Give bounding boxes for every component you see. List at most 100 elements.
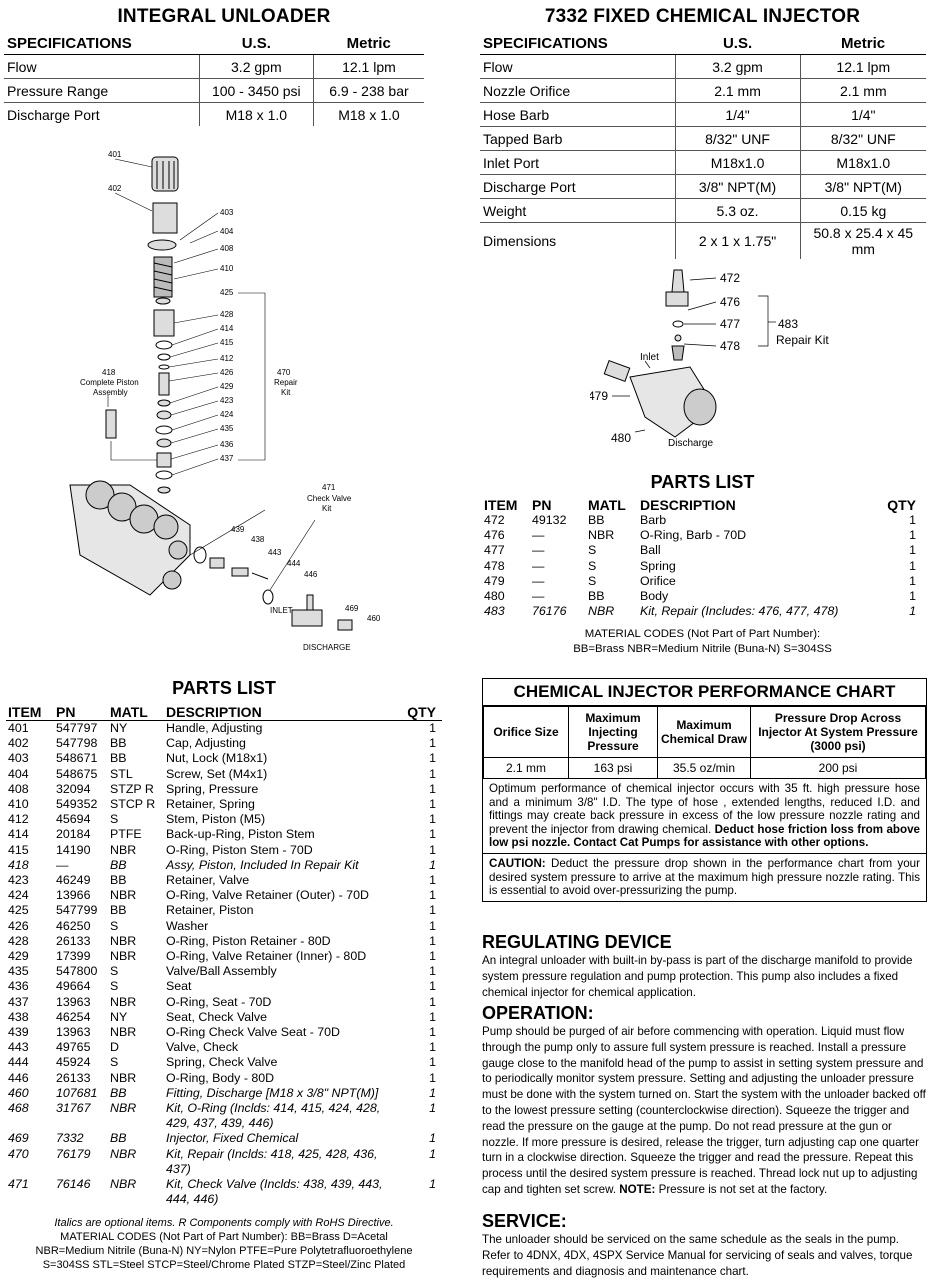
part-matl: BB <box>110 903 127 918</box>
part-item: 436 <box>8 979 29 994</box>
part-desc: Injector, Fixed Chemical <box>166 1131 299 1146</box>
part-desc: Spring, Check Valve <box>166 1055 278 1070</box>
performance-chart-box: CHEMICAL INJECTOR PERFORMANCE CHART Orif… <box>482 678 927 902</box>
integral-unloader-title: INTEGRAL UNLOADER <box>117 6 331 27</box>
part-item: 404 <box>8 766 29 781</box>
callout-470-line1: Repair <box>274 378 298 387</box>
spec-header: Metric <box>800 33 926 55</box>
part-matl: BB <box>110 1085 127 1100</box>
part-qty: 1 <box>429 766 436 781</box>
footnote-line: S=304SS STL=Steel STCP=Steel/Chrome Plat… <box>42 1259 406 1271</box>
callout-418-line1: Complete Piston <box>80 378 139 387</box>
part-matl: STZP R <box>110 781 154 796</box>
spec-metric-value: 12.1 lpm <box>799 54 926 79</box>
part-qty: 1 <box>429 1025 436 1040</box>
footnote-line: MATERIAL CODES (Not Part of Part Number)… <box>60 1231 388 1243</box>
part-qty: 1 <box>429 903 436 918</box>
part-qty: 1 <box>429 1131 436 1146</box>
spec-us-value: M18x1.0 <box>674 150 801 175</box>
callout-428: 428 <box>220 310 234 319</box>
part-item: 477 <box>484 543 505 558</box>
part-qty: 1 <box>429 994 436 1009</box>
spec-header: U.S. <box>199 33 314 55</box>
service-section: SERVICE: The unloader should be serviced… <box>482 1211 926 1279</box>
perf-header: Maximum Injecting Pressure <box>568 706 658 758</box>
callout-410: 410 <box>220 264 234 273</box>
part-pn: — <box>532 528 545 543</box>
callout-402: 402 <box>108 184 122 193</box>
perf-value: 2.1 mm <box>483 757 569 779</box>
part-item: 429 <box>8 949 29 964</box>
spec-us-value: M18 x 1.0 <box>198 102 314 126</box>
note-bold-text: Deduct hose friction loss from above low… <box>489 822 920 850</box>
part-desc: O-Ring, Piston Retainer - 80D <box>166 933 331 948</box>
spec-us-value: 3/8" NPT(M) <box>674 174 801 199</box>
part-qty: 1 <box>429 979 436 994</box>
note-text: Optimum performance of chemical injector… <box>489 782 920 836</box>
spec-label: Pressure Range <box>4 78 200 103</box>
part-qty: 1 <box>429 827 436 842</box>
parts-col-header: MATL <box>108 704 164 721</box>
spec-header: Metric <box>313 33 424 55</box>
part-matl: BB <box>110 857 127 872</box>
material-codes-line: MATERIAL CODES (Not Part of Part Number)… <box>584 628 821 640</box>
part-desc: O-Ring, Barb - 70D <box>640 528 747 543</box>
callout-423: 423 <box>220 396 234 405</box>
part-qty: 1 <box>429 918 436 933</box>
part-qty: 1 <box>429 888 436 903</box>
callout-477: 477 <box>720 317 740 331</box>
callout-436: 436 <box>220 440 234 449</box>
part-qty: 1 <box>429 842 436 857</box>
part-item: 428 <box>8 933 29 948</box>
performance-chart-table: Orifice Size Maximum Injecting Pressure … <box>483 706 926 779</box>
spec-label: Weight <box>480 198 676 223</box>
perf-value: 200 psi <box>750 757 926 779</box>
part-pn: 46254 <box>56 1009 91 1024</box>
part-matl: PTFE <box>110 827 142 842</box>
part-item: 424 <box>8 888 29 903</box>
operation-text: Pump should be purged of air before comm… <box>482 1025 926 1196</box>
parts-col-header: QTY <box>404 704 442 721</box>
part-item: 423 <box>8 873 29 888</box>
part-matl: NBR <box>588 528 615 543</box>
part-qty: 1 <box>909 589 916 604</box>
spec-header: U.S. <box>675 33 801 55</box>
callout-460: 460 <box>367 614 381 623</box>
part-qty: 1 <box>909 558 916 573</box>
regulating-device-title: REGULATING DEVICE <box>482 932 672 952</box>
part-matl: NBR <box>110 1025 137 1040</box>
part-item: 414 <box>8 827 29 842</box>
part-item: 401 <box>8 721 29 735</box>
service-title: SERVICE: <box>482 1211 567 1231</box>
part-matl: S <box>110 918 119 933</box>
integral-footnotes: Italics are optional items. R Components… <box>4 1216 444 1272</box>
callout-444: 444 <box>287 559 301 568</box>
part-qty: 1 <box>429 964 436 979</box>
part-pn: 49132 <box>532 513 567 527</box>
chemical-injector-section: 7332 FIXED CHEMICAL INJECTOR <box>480 6 925 28</box>
part-pn: 46249 <box>56 873 91 888</box>
part-qty: 1 <box>429 736 436 751</box>
part-item: 470 <box>8 1146 29 1161</box>
part-matl: NY <box>110 721 128 735</box>
performance-chart-title: CHEMICAL INJECTOR PERFORMANCE CHART <box>483 679 926 706</box>
part-item: 439 <box>8 1025 29 1040</box>
part-pn: 20184 <box>56 827 91 842</box>
part-pn: 76179 <box>56 1146 91 1161</box>
part-qty: 1 <box>429 1177 436 1192</box>
part-pn: — <box>532 543 545 558</box>
part-pn: 26133 <box>56 933 91 948</box>
inlet-label: INLET <box>270 606 293 615</box>
part-qty: 1 <box>429 873 436 888</box>
callout-418: 418 <box>102 368 116 377</box>
